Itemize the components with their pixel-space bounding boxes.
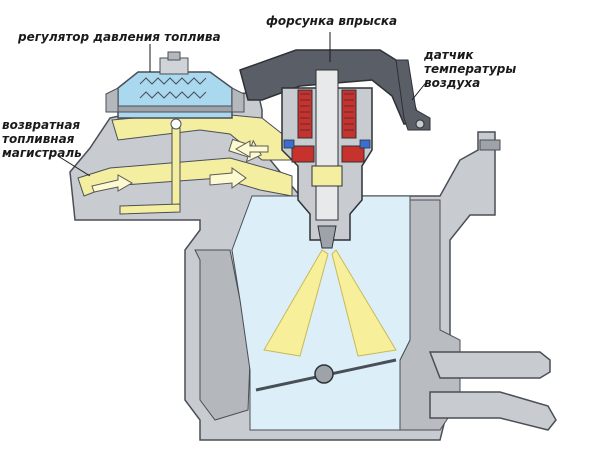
air-bore [231,195,411,431]
return-line-label: возвратная топливная магистраль [2,118,82,160]
flow-arrow-icon [91,138,269,193]
return-line-line-3: магистраль [2,146,82,160]
throttle-valve-icon [255,358,397,392]
fuel-spray [263,249,397,357]
injector [239,49,421,249]
return-line-line-1: возвратная [2,118,81,132]
air-temperature-sensor-icon [395,59,431,131]
leader-lines [57,32,429,177]
air-temp-sensor-line-1: датчик [424,48,474,62]
return-line-line-2: топливная [2,132,75,146]
air-temp-sensor-label: датчик температуры воздуха [424,48,516,90]
pressure-regulator [105,51,245,130]
air-temp-sensor-line-3: воздуха [424,76,481,90]
pressure-regulator-label: регулятор давления топлива [18,30,221,44]
air-temp-sensor-line-2: температуры [424,62,517,76]
injector-label: форсунка впрыска [266,14,398,28]
